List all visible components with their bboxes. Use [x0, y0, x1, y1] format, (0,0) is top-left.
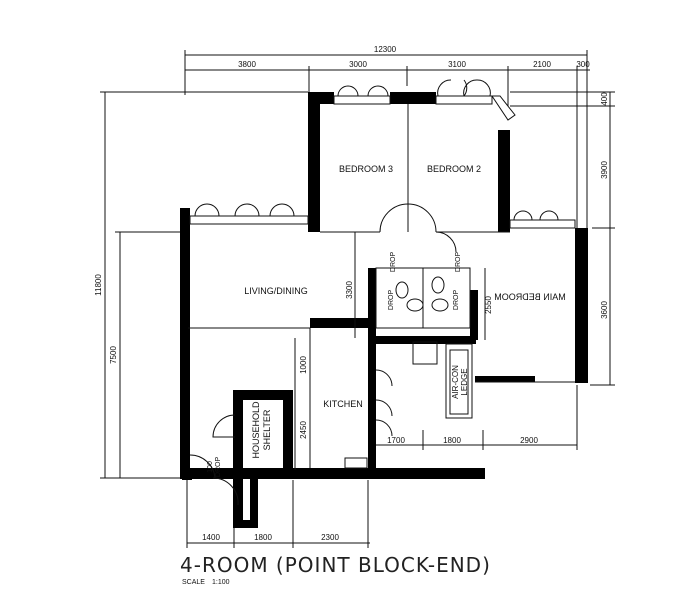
- right-dimensions: 400 3900 3600: [510, 91, 615, 386]
- partitions: [188, 104, 575, 506]
- dim-mid-1: 1700: [387, 436, 405, 445]
- dim-kitchen-depth: 2450: [299, 421, 308, 439]
- dim-bath-depth: 2550: [484, 296, 493, 314]
- label-drop-4: DROP: [453, 290, 460, 311]
- label-shelter-1: HOUSEHOLD: [251, 401, 261, 459]
- label-aircon-1: AIR-CON: [451, 365, 460, 399]
- scale-label: SCALE: [182, 579, 205, 586]
- label-living-dining: LIVING/DINING: [244, 286, 308, 296]
- top-dimensions: 12300 3800 3000 3100 2100 300: [184, 45, 590, 230]
- interior-dimensions: 3300 2550 1000 2450 1700 1800 2900 1400 …: [186, 232, 578, 548]
- label-main-bedroom: MAIN BEDROOM: [494, 292, 566, 302]
- label-kitchen: KITCHEN: [323, 399, 363, 409]
- label-drop-3: DROP: [388, 290, 395, 311]
- dim-bottom-2: 1800: [254, 533, 272, 542]
- dim-top-total: 12300: [374, 45, 397, 54]
- dim-left-inner: 7500: [109, 346, 118, 364]
- label-shelter-2: SHELTER: [262, 409, 272, 450]
- label-drop-100: 100: [207, 461, 214, 473]
- dim-mid-2: 1800: [443, 436, 461, 445]
- left-dimensions: 11800 7500: [94, 91, 308, 479]
- dim-top-4: 2100: [533, 60, 551, 69]
- windows: [189, 79, 576, 229]
- label-bedroom-2: BEDROOM 2: [427, 164, 481, 174]
- label-drop-2: DROP: [455, 252, 462, 273]
- dim-left-total: 11800: [94, 274, 103, 296]
- label-drop-5: DROP: [215, 457, 222, 478]
- dim-right-3: 3600: [600, 301, 609, 319]
- plan-title: 4-ROOM (POINT BLOCK-END): [180, 553, 491, 577]
- scale-value: 1:100: [212, 579, 230, 586]
- dim-top-1: 3800: [238, 60, 256, 69]
- dim-living-depth: 3300: [345, 281, 354, 299]
- dim-right-1: 400: [600, 92, 609, 106]
- dim-top-2: 3000: [349, 60, 367, 69]
- dim-right-2: 3900: [600, 161, 609, 179]
- label-bedroom-3: BEDROOM 3: [339, 164, 393, 174]
- dim-top-5: 300: [576, 60, 590, 69]
- dim-kitchen-small: 1000: [299, 356, 308, 374]
- dim-mid-3: 2900: [520, 436, 538, 445]
- label-aircon-2: LEDGE: [460, 368, 469, 395]
- walls: [180, 92, 588, 528]
- dim-bottom-1: 1400: [202, 533, 220, 542]
- room-labels: BEDROOM 3 BEDROOM 2 LIVING/DINING MAIN B…: [207, 164, 566, 477]
- label-drop-1: DROP: [390, 252, 397, 273]
- dim-bottom-3: 2300: [321, 533, 339, 542]
- dim-top-3: 3100: [448, 60, 466, 69]
